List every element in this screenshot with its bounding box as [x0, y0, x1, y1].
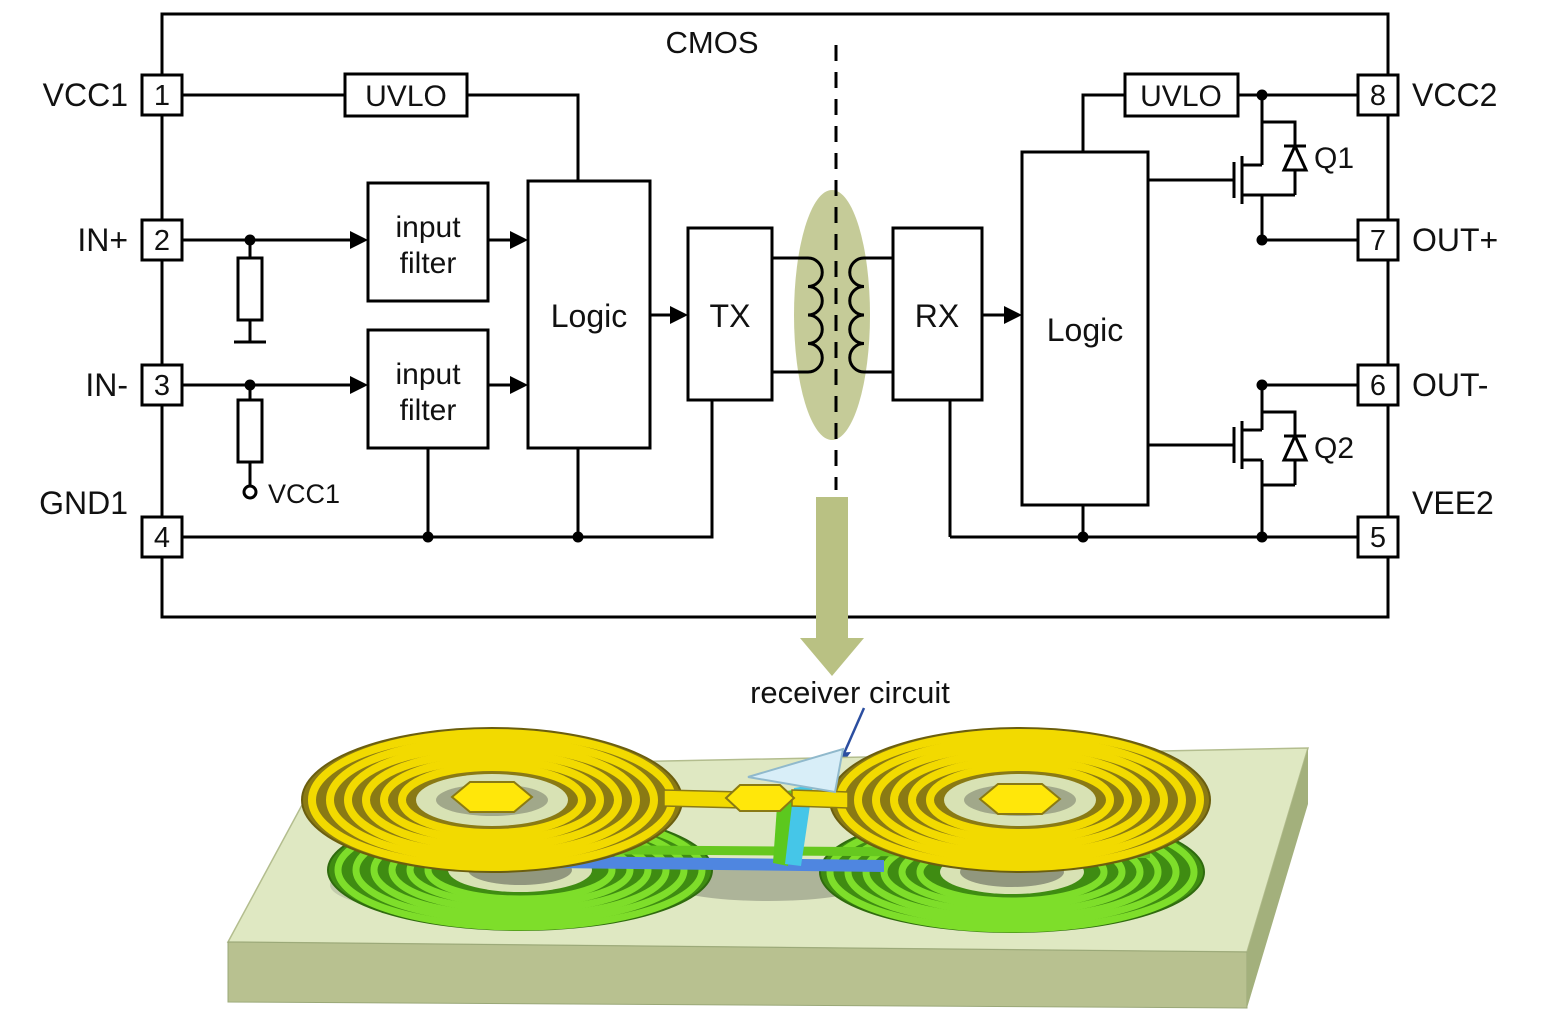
pin-7-box: [1356, 218, 1400, 262]
transformer-primary-winding: [807, 256, 824, 374]
logic-left-block: [526, 179, 652, 450]
input-filter-bottom-line2: filter: [400, 394, 457, 427]
pullup-terminal-circle: [242, 484, 258, 500]
annotation-arrow-shaft: [840, 707, 866, 759]
wire-input-terminations: [234, 240, 266, 486]
yellow-coil-right-pad: [978, 783, 1062, 815]
tx-block: [686, 226, 774, 402]
block-diagram: 1 2 3 4 8 7 6 5 VCC1 IN+ IN- GND1 VCC2 O…: [39, 12, 1498, 619]
pin-1-label: VCC1: [43, 77, 128, 113]
isolation-down-arrow: [800, 497, 864, 676]
wire-left-side: [182, 93, 1008, 387]
rx-label: RX: [915, 298, 959, 334]
input-filter-bottom-line1: input: [395, 358, 461, 391]
input-filter-bottom-block: [366, 328, 490, 450]
arrowhead-filter-bottom-to-logic: [510, 376, 528, 394]
cmos-title: CMOS: [666, 25, 759, 60]
pin-6-label: OUT-: [1412, 367, 1488, 403]
pin-8-label: VCC2: [1412, 77, 1497, 113]
uvlo-left-block: [343, 72, 469, 118]
input-filter-top-line2: filter: [400, 247, 457, 280]
q1-body-diode: [1281, 142, 1309, 172]
pin-4-label: GND1: [39, 485, 128, 521]
uvlo-right-label: UVLO: [1140, 80, 1222, 113]
arrowhead-filter-top-to-logic: [510, 231, 528, 249]
yellow-coil-left-pad: [450, 781, 534, 813]
pin-5-box: [1356, 515, 1400, 559]
logic-right-label: Logic: [1047, 312, 1124, 348]
pin-3-box: [140, 363, 184, 407]
shadow-center: [668, 867, 868, 901]
pin-3-number: 3: [154, 370, 170, 402]
wire-gnd1-rail: [182, 400, 714, 539]
substrate-front-face: [227, 941, 1248, 1009]
q1-label: Q1: [1314, 142, 1354, 175]
pin-3-label: IN-: [85, 367, 128, 403]
pin-1-box: [140, 73, 184, 117]
center-receiver-pad: [724, 784, 796, 812]
q2-label: Q2: [1314, 432, 1354, 465]
tx-label: TX: [710, 298, 751, 334]
logic-left-label: Logic: [551, 298, 628, 334]
arrowhead-in-plus: [350, 231, 368, 249]
yellow-trace-right: [791, 789, 849, 809]
arrowhead-in-minus: [350, 376, 368, 394]
pin-8-number: 8: [1370, 80, 1386, 112]
isolation-barrier-highlight: [794, 190, 870, 440]
arrowhead-logic-to-tx: [670, 306, 688, 324]
pin-5-label: VEE2: [1412, 485, 1494, 521]
receiver-circuit-caption: receiver circuit: [750, 675, 950, 710]
pin-4-box: [140, 515, 184, 559]
arrowhead-rx-to-logic: [1004, 306, 1022, 324]
coil-3d-render: [226, 727, 1310, 1009]
receiver-circuit-pointer: [747, 747, 845, 794]
pin-6-box: [1356, 363, 1400, 407]
uvlo-left-label: UVLO: [365, 80, 447, 113]
pin-6-number: 6: [1370, 370, 1386, 402]
pin-2-box: [140, 218, 184, 262]
logic-right-block: [1020, 150, 1150, 507]
yellow-coil-left: [301, 727, 683, 873]
yellow-coil-right: [829, 727, 1211, 873]
in-plus-resistor: [236, 256, 264, 322]
input-filter-top-block: [366, 181, 490, 303]
substrate-right-face: [1247, 748, 1308, 1008]
pullup-vcc1-label: VCC1: [268, 479, 340, 509]
pin-2-number: 2: [154, 225, 170, 257]
uvlo-right-block: [1123, 72, 1240, 118]
input-filter-top-line1: input: [395, 211, 461, 244]
transformer-secondary-winding: [848, 256, 865, 374]
rx-block: [891, 226, 984, 402]
pin-4-number: 4: [154, 522, 170, 554]
junction-dots: [244, 89, 1268, 543]
pin-7-number: 7: [1370, 225, 1386, 257]
pin-1-number: 1: [154, 80, 170, 112]
q2-body-diode: [1281, 432, 1309, 462]
pin-2-label: IN+: [77, 222, 128, 258]
pin-7-label: OUT+: [1412, 222, 1498, 258]
pin-5-number: 5: [1370, 522, 1386, 554]
pin-8-box: [1356, 73, 1400, 117]
in-minus-resistor: [236, 398, 264, 464]
